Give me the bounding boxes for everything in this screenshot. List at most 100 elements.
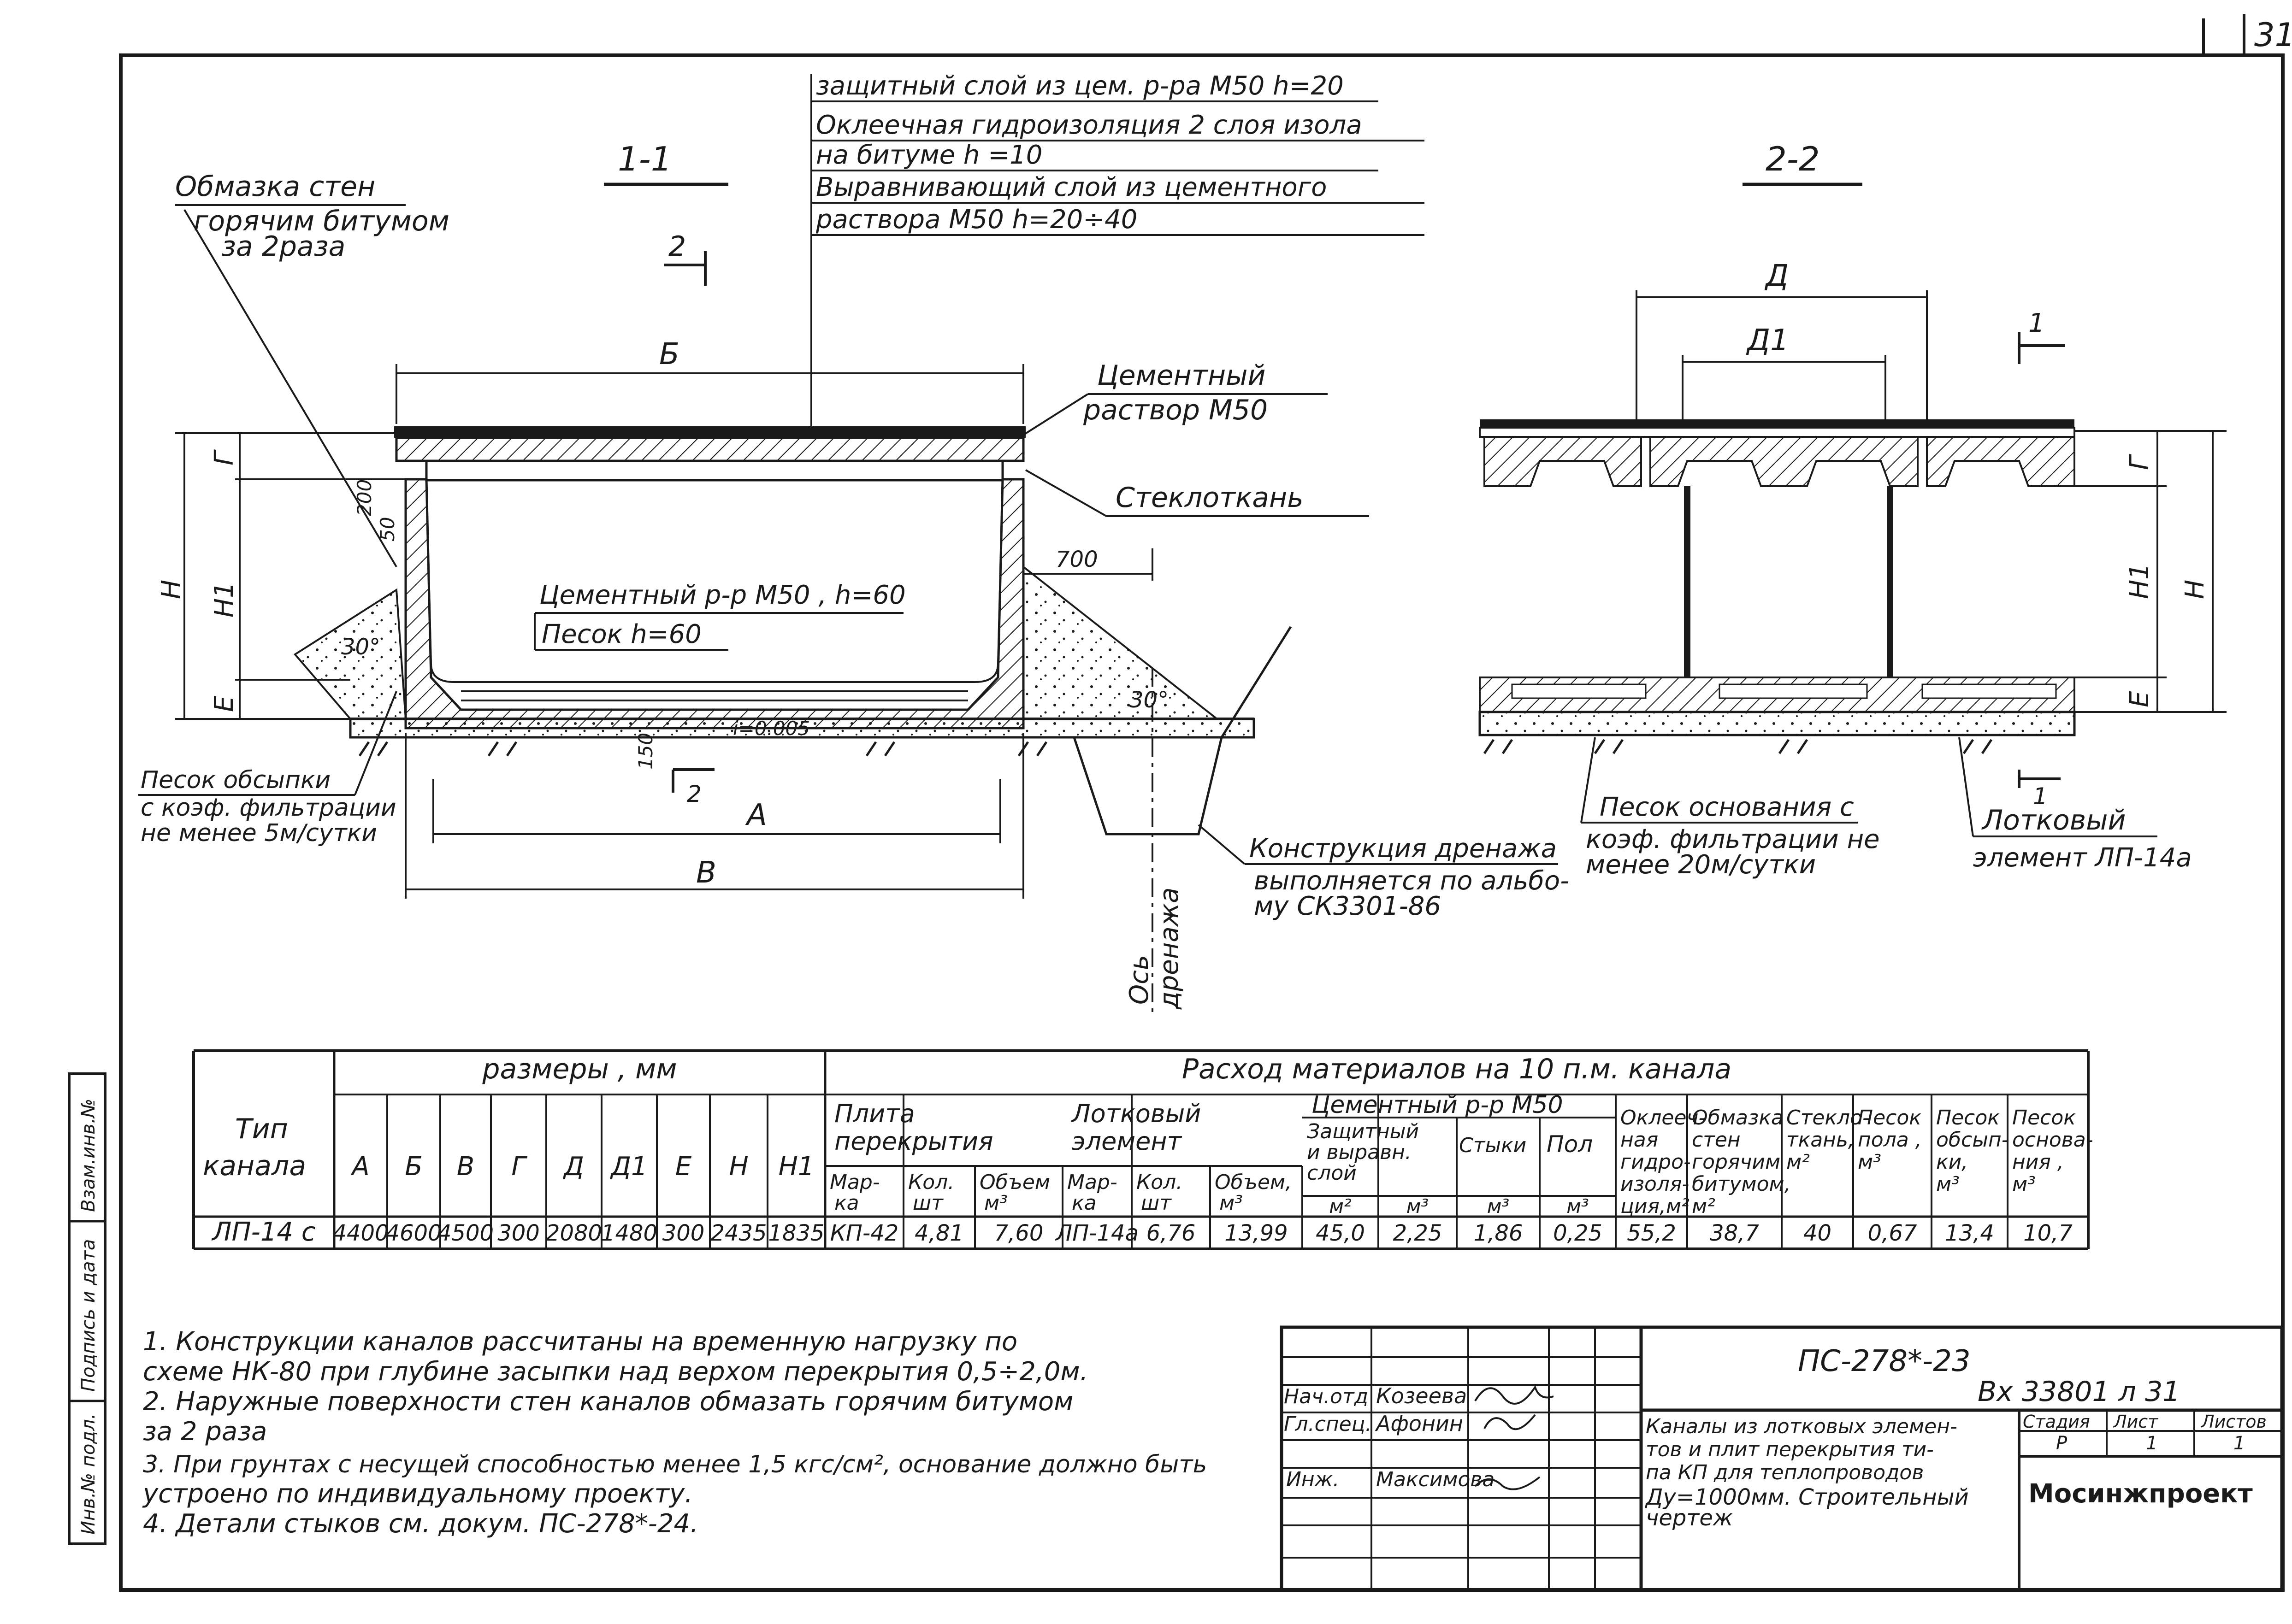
cell-value: 300 <box>497 1220 540 1246</box>
dim-h: Н <box>156 580 186 599</box>
notes: 1. Конструкции каналов рассчитаны на вре… <box>142 1327 1207 1539</box>
dim-2-h: Н <box>2180 580 2210 599</box>
dim-h1: Н1 <box>209 582 239 618</box>
desc-3: па КП для теплопроводов <box>1646 1461 1924 1484</box>
stamp-inv-label: Инв.№ подл. <box>78 1413 99 1535</box>
note-2b: за 2 раза <box>143 1417 267 1447</box>
dim-200: 200 <box>353 479 376 516</box>
cell-value: 0,25 <box>1553 1220 1602 1246</box>
stamp-replace-label: Взам.инв.№ <box>78 1099 99 1212</box>
role-chief: Гл.спец. <box>1284 1412 1372 1436</box>
sand-fill-1: Песок обсыпки <box>141 766 331 794</box>
fiberglass-label: Стеклоткань <box>1116 482 1304 514</box>
col-size: Н1 <box>779 1152 815 1182</box>
section-2-2: 2-2 1 Д Д1 <box>1478 140 2227 880</box>
drainage-axis-2: дренажа <box>1154 888 1184 1010</box>
extra-col: ция,м² <box>1620 1194 1689 1218</box>
cell-value: ЛП-14 с <box>211 1217 315 1247</box>
extra-col: основа- <box>2012 1128 2093 1152</box>
table-group-sizes: размеры , мм <box>482 1053 677 1085</box>
note-4: 4. Детали стыков см. докум. ПС-278*-24. <box>143 1509 698 1539</box>
note-3b: устроено по индивидуальному проекту. <box>142 1479 693 1509</box>
sand-fill-2: с коэф. фильтрации <box>141 794 396 822</box>
floor-sand: Песок h=60 <box>542 619 702 649</box>
cell-value: 1480 <box>601 1220 657 1246</box>
extra-col: пола , <box>1858 1128 1922 1152</box>
cell-value: 55,2 <box>1627 1220 1676 1246</box>
slab-col-1: Объем <box>980 1171 1050 1194</box>
col-size: В <box>457 1152 474 1182</box>
cell-value: 2,25 <box>1393 1220 1442 1246</box>
album-ref: Вх 33801 л 31 <box>1978 1376 2180 1408</box>
note-2a: 2. Наружные поверхности стен каналов обм… <box>143 1387 1073 1417</box>
extra-col: Стекло- <box>1786 1106 1870 1130</box>
slab-title-1: Плита <box>834 1099 915 1128</box>
base-sand-2: коэф. фильтрации не <box>1586 824 1880 854</box>
drainage-1: Конструкция дренажа <box>1249 834 1557 864</box>
note-3a: 3. При грунтах с несущей способностью ме… <box>143 1451 1207 1478</box>
cell-value: 13,99 <box>1224 1220 1288 1246</box>
dim-g: Г <box>209 449 239 465</box>
cell-value: 13,4 <box>1945 1220 1994 1246</box>
extra-col: ткань, <box>1786 1128 1855 1152</box>
slab-col-1: Мар- <box>830 1171 880 1194</box>
base-sand-3: менее 20м/сутки <box>1586 850 1816 880</box>
drainage-3: му СК3301-86 <box>1254 891 1441 921</box>
col-size: Д1 <box>609 1152 647 1182</box>
base-sand-1: Песок основания с <box>1600 792 1854 822</box>
cement-sub: слой <box>1307 1161 1357 1185</box>
extra-col: Песок <box>2012 1106 2076 1130</box>
section-2-2-cut-mark-bottom: 1 <box>2033 783 2048 810</box>
extra-col: горячим <box>1692 1150 1780 1174</box>
base-sand <box>1478 711 2076 736</box>
cement-sub: Стыки <box>1459 1134 1526 1157</box>
tray-col-2: ка <box>1072 1191 1097 1215</box>
tray-col-1: Кол. <box>1136 1171 1182 1194</box>
sand-fill-right <box>1022 565 1220 720</box>
section-1-1: 1-1 2 защитный слой из цем. р-ра М50 h=2… <box>138 71 1569 1014</box>
note-1b: схеме НК-80 при глубине засыпки над верх… <box>143 1357 1088 1387</box>
dim-150: 150 <box>634 733 657 770</box>
wall-coating-line2: горячим битумом <box>194 205 449 237</box>
cement-sub: Защитный <box>1307 1120 1419 1143</box>
section-2-2-label: 2-2 <box>1766 140 1820 178</box>
col-size: Г <box>511 1152 527 1182</box>
cell-value: 40 <box>1803 1220 1831 1246</box>
wall-coating-line3: за 2раза <box>221 230 345 263</box>
extra-col: м² <box>1786 1150 1810 1174</box>
layer-leveling: Выравнивающий слой из цементного <box>816 172 1327 202</box>
drainage-axis-1: Ось <box>1124 955 1154 1005</box>
role-head: Нач.отд <box>1284 1385 1368 1408</box>
role-eng: Инж. <box>1286 1468 1339 1491</box>
slab-left <box>1483 436 1642 487</box>
angle-left: 30° <box>341 634 380 660</box>
extra-col: гидро- <box>1620 1150 1691 1174</box>
col-type-1: Тип <box>235 1113 288 1145</box>
extra-col: обсып- <box>1936 1128 2009 1152</box>
slab-col-2: м³ <box>984 1191 1008 1215</box>
drainage-2: выполняется по альбо- <box>1254 866 1569 896</box>
signature-eng <box>1474 1476 1541 1490</box>
extra-col: ния , <box>2012 1150 2064 1174</box>
extra-col: Песок <box>1936 1106 2000 1130</box>
roof-slab <box>395 436 1025 462</box>
extra-col: м³ <box>1858 1150 1881 1174</box>
roof-top-layer <box>394 426 1026 438</box>
cell-value: 1835 <box>768 1220 824 1246</box>
layer-protective: защитный слой из цем. р-ра М50 h=20 <box>816 71 1344 101</box>
cement-unit: м³ <box>1487 1195 1510 1218</box>
tray-label-1: Лотковый <box>1981 804 2126 836</box>
col-size: Е <box>675 1152 692 1182</box>
cement-unit: м² <box>1329 1195 1352 1218</box>
layer-callout: защитный слой из цем. р-ра М50 h=20 Окле… <box>810 71 1424 429</box>
stamp-signature-label: Подпись и дата <box>78 1239 99 1392</box>
sand-base <box>349 718 1255 739</box>
cell-value: 2080 <box>546 1220 602 1246</box>
cell-value: 4400 <box>332 1220 389 1246</box>
col-size: Н <box>729 1152 748 1182</box>
cell-value: 4600 <box>385 1220 442 1246</box>
col-size: Б <box>405 1152 422 1182</box>
tray-col-1: Мар- <box>1067 1171 1117 1194</box>
cement-sub: Пол <box>1547 1131 1593 1158</box>
